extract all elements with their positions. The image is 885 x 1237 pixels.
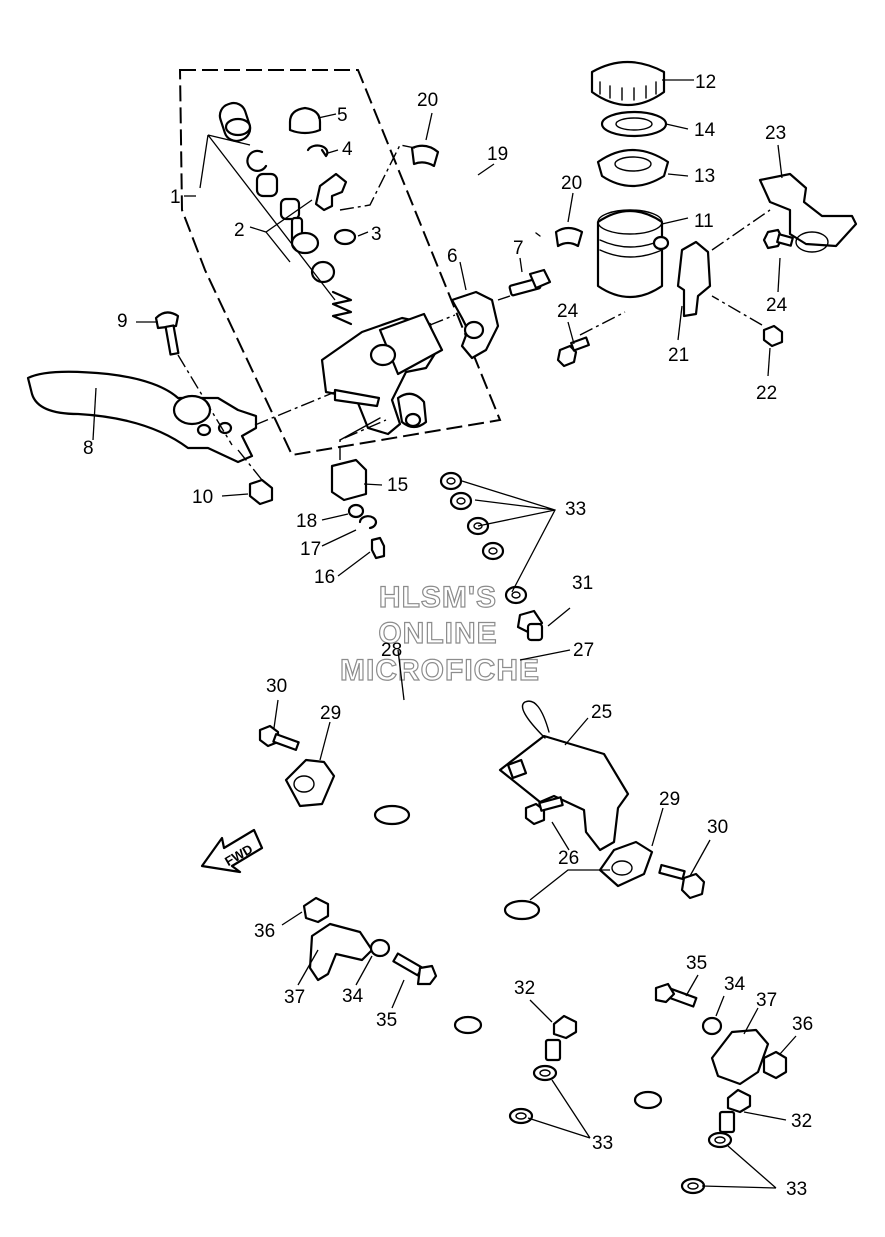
callout-25: 25 <box>591 702 612 723</box>
callout-11: 11 <box>694 211 714 232</box>
holder-clamp <box>450 290 500 360</box>
callout-34-right: 34 <box>724 974 746 995</box>
callout-32-right: 32 <box>791 1111 812 1132</box>
callout-36-right: 36 <box>792 1014 813 1035</box>
reservoir-diaphragm <box>596 149 670 187</box>
hose-holder-right <box>598 840 706 900</box>
hose-clip-lower <box>554 226 584 248</box>
hose-union-fitting <box>314 144 440 212</box>
callout-34-left: 34 <box>342 986 364 1007</box>
callout-24-left: 24 <box>557 301 579 322</box>
callout-2: 2 <box>234 220 245 241</box>
brake-lever <box>26 370 258 464</box>
callout-37-left: 37 <box>284 987 305 1008</box>
callout-28: 28 <box>381 640 402 661</box>
callout-12: 12 <box>695 72 716 93</box>
reservoir-stay <box>758 172 858 253</box>
clamp-right <box>654 982 788 1086</box>
callout-19: 19 <box>487 144 508 165</box>
callout-31: 31 <box>572 573 593 594</box>
union-dashdot <box>339 144 416 211</box>
callout-35-left: 35 <box>376 1010 397 1031</box>
brake-switch <box>330 417 381 502</box>
watermark-line-2: ONLINE <box>378 617 497 650</box>
fwd-arrow-icon: FWD <box>200 828 264 874</box>
holder-dashdot <box>429 295 511 326</box>
callout-27: 27 <box>573 640 594 661</box>
callout-29-right: 29 <box>659 789 680 810</box>
callout-16: 16 <box>314 567 335 588</box>
master-cylinder-assembly-outline <box>178 69 502 457</box>
callout-14: 14 <box>694 120 716 141</box>
callout-18: 18 <box>296 511 317 532</box>
union-bolts <box>516 609 752 1134</box>
callout-23: 23 <box>765 123 786 144</box>
callout-30-left: 30 <box>266 676 287 697</box>
reservoir-dashdot <box>579 209 771 336</box>
switch-spring <box>358 515 378 530</box>
brake-hose-28 <box>370 514 541 1098</box>
callout-labels: 1 2 3 4 5 6 7 8 9 10 11 12 13 14 15 16 1… <box>83 72 813 1200</box>
copper-washers <box>439 471 733 1195</box>
callout-10: 10 <box>192 487 213 508</box>
callout-13: 13 <box>694 166 715 187</box>
brake-hose-27 <box>433 549 706 1166</box>
reservoir-cap <box>590 61 666 107</box>
callout-15: 15 <box>387 475 408 496</box>
callout-24-right: 24 <box>766 295 788 316</box>
switch-dashdot <box>339 419 387 460</box>
lever-pivot-bolt <box>154 311 180 356</box>
callout-20-upper: 20 <box>417 90 438 111</box>
callout-8: 8 <box>83 438 94 459</box>
callout-33-bottom: 33 <box>786 1179 807 1200</box>
leader-lines <box>92 79 797 1189</box>
callout-1: 1 <box>170 187 181 208</box>
lever-nut <box>248 478 274 506</box>
callout-21: 21 <box>668 345 689 366</box>
reservoir-bracket <box>676 240 712 318</box>
callout-5: 5 <box>337 105 348 126</box>
callout-3: 3 <box>371 224 382 245</box>
callout-32-left: 32 <box>514 978 535 999</box>
switch-screw <box>370 536 386 560</box>
callout-4: 4 <box>342 139 353 160</box>
callout-30-right: 30 <box>707 817 728 838</box>
callout-7: 7 <box>513 238 524 259</box>
callout-33-top: 33 <box>565 499 586 520</box>
callout-22: 22 <box>756 383 777 404</box>
piston-kit-parts <box>218 101 353 326</box>
reservoir-body <box>596 209 670 298</box>
callout-36-left: 36 <box>254 921 275 942</box>
callout-20-lower: 20 <box>561 173 582 194</box>
hose-holder-left <box>258 724 336 808</box>
callout-6: 6 <box>447 246 458 267</box>
kit-group-leader <box>199 134 336 301</box>
lever-dashdot <box>177 354 336 481</box>
switch-washer <box>347 503 365 519</box>
callout-33-mid: 33 <box>592 1133 613 1154</box>
callout-37-right: 37 <box>756 990 777 1011</box>
callout-35-right: 35 <box>686 953 707 974</box>
callout-29-left: 29 <box>320 703 341 724</box>
dust-boot-parts <box>288 106 357 246</box>
callout-26: 26 <box>558 848 579 869</box>
master-cylinder-body <box>320 312 444 436</box>
watermark-line-3: MICROFICHE <box>340 654 540 687</box>
callout-17: 17 <box>300 539 321 560</box>
callout-9: 9 <box>117 311 128 332</box>
reservoir-plate <box>600 110 668 138</box>
holder-bolt <box>508 268 552 297</box>
clamp-left <box>302 896 438 986</box>
reservoir-screws <box>556 228 794 368</box>
watermark-line-1: HLSM'S <box>379 581 497 614</box>
hose-bracket <box>498 700 630 852</box>
